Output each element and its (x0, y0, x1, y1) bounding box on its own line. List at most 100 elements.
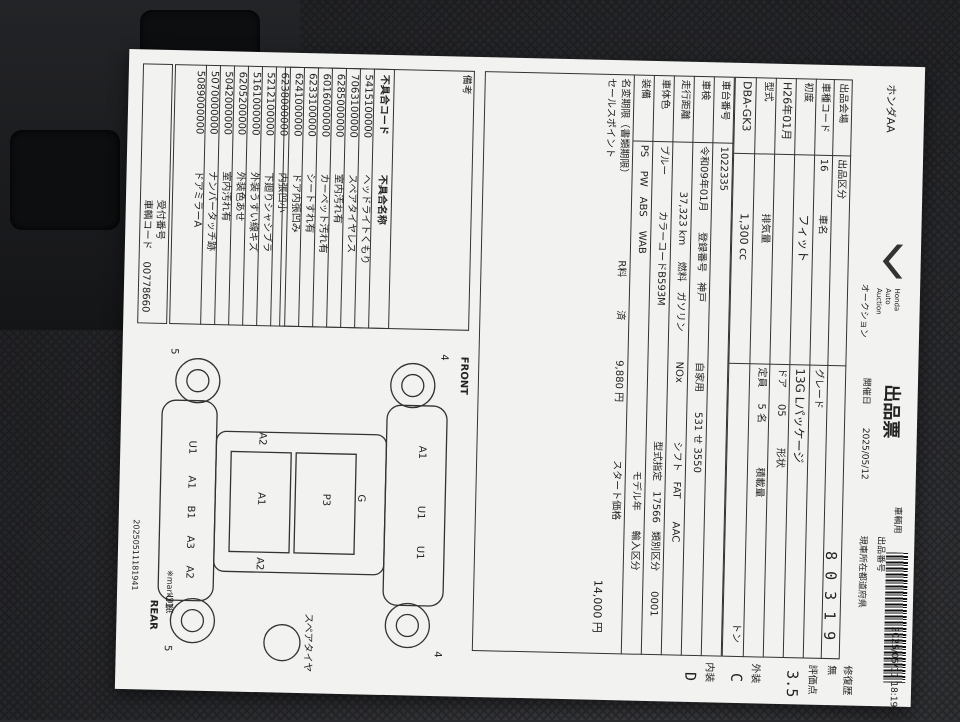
receipt-label: 受付番号 (154, 199, 166, 240)
chassis-value: 1022335 (717, 146, 730, 192)
tyre-mark: 4 (438, 354, 450, 361)
defect-code: 5161000000 (249, 71, 262, 136)
defect-name: ヘッドライトくもり (358, 174, 372, 265)
reg-label: 登録番号 (695, 231, 708, 273)
defect-code: 7063100000 (347, 74, 360, 138)
defect-code: 5089000000 (193, 70, 206, 135)
displacement-label: 排気量 (759, 213, 771, 244)
tyre-mark: 4 (431, 651, 443, 658)
auction-sheet-content: ホンダAA Honda Auto Auction オークション 出品票 開催日 … (115, 49, 925, 722)
plate-label: 自家用 (692, 361, 705, 393)
damage-mark: A2 (183, 565, 195, 579)
defects-header-code: 不具合コード (377, 74, 390, 135)
interior-label: 内装 (703, 662, 715, 683)
row-label: 出品会場 (836, 83, 849, 124)
listing-digit: 0 (821, 570, 840, 581)
vehicle-code-label: 車輌コード (140, 199, 153, 250)
sheet-title: 出品票 (879, 384, 902, 439)
damage-mark: U1 (414, 505, 427, 520)
color-code-value: B593M (654, 271, 667, 306)
load-unit: トン (730, 622, 742, 644)
logo-text: Honda (892, 288, 902, 312)
form-value: DBA-GK3 (739, 80, 754, 132)
defect-code: 6016000000 (319, 73, 332, 138)
chassis-label: 車台番号 (718, 80, 731, 121)
defect-name: 室内汚れ有 (331, 173, 344, 224)
brand-name: ホンダAA (883, 84, 898, 133)
repair-label: 修復歴 (840, 665, 853, 696)
damage-mark: G (355, 494, 367, 503)
printed-at: 2025/05/11 18:19:41 (887, 626, 900, 722)
rear-label: REAR (147, 599, 159, 630)
ac-label: AAC (669, 521, 681, 543)
defect-name: ドア内張凹み (289, 172, 302, 233)
crop-note: ※mark別紙 (164, 570, 175, 614)
mileage-value: 37,323 km (676, 191, 689, 246)
equipment-item: ABS (636, 196, 649, 217)
damage-mark: A1 (255, 492, 267, 506)
damage-mark: U1 (186, 440, 198, 455)
year-label: 初度 (802, 82, 814, 103)
doors-value: 05 (775, 403, 787, 417)
plate-value: 531 せ 3550 (690, 411, 704, 474)
damage-mark: A1 (416, 445, 428, 460)
venue-date: 2025/05/12 (858, 427, 870, 480)
fuel-label: 燃料 (675, 261, 687, 282)
shift-label: シフト (670, 441, 683, 472)
shape-label: 形状 (774, 447, 786, 469)
defect-code: 6233100000 (305, 73, 318, 137)
reg-value: 神戸 (694, 281, 707, 303)
notes-label: 名変期限（書類期限） (617, 78, 631, 179)
equipment-item: WAB (635, 230, 648, 254)
start-price: 14,000 円 (590, 579, 605, 633)
damage-mark: A2 (253, 557, 265, 571)
doors-label: ドア (775, 367, 788, 389)
sales-point-label: セールスポイント (604, 77, 617, 159)
category-value: 0001 (647, 590, 660, 617)
type-value: 17566 (649, 490, 662, 524)
defect-code: 6238000000 (277, 72, 290, 137)
defect-name: 外装色あせ (233, 171, 246, 222)
footer-note: 20250511181941 (130, 519, 141, 591)
tyre-mark: 5 (161, 644, 173, 652)
defect-name: 内張凹小 (275, 172, 288, 213)
model-year-label: モデル年 (630, 470, 642, 511)
auction-sheet: ホンダAA Honda Auto Auction オークション 出品票 開催日 … (114, 49, 926, 722)
section-label: 出品区分 (835, 159, 848, 200)
listing-digit: 3 (821, 590, 840, 601)
defect-code: 5415100000 (361, 74, 374, 139)
cup-holder (10, 130, 120, 230)
color-value: ブルー (657, 145, 670, 176)
score-value: 3.5 (782, 670, 802, 698)
category-label: 類別区分 (648, 530, 661, 572)
displacement-value: 1,300 cc (736, 212, 751, 261)
grade-label: グレード (812, 368, 825, 409)
auction-logo (860, 236, 911, 287)
shift-value: FAT (670, 481, 682, 499)
color-code-label: カラーコード (655, 211, 668, 272)
recycle-amount: 9,880 円 (612, 360, 625, 403)
seller-label: 車輌用 (891, 506, 903, 534)
interior-value: D (681, 671, 700, 682)
auction-label: オークション (858, 283, 870, 338)
exterior-value: C (727, 672, 746, 683)
year-value: H26年01月 (779, 81, 794, 141)
score-label: 評価点 (805, 664, 818, 695)
defect-name: 室内汚れ有 (219, 171, 232, 222)
type-label: 型式指定 (650, 441, 663, 482)
defects-header-name: 不具合名称 (375, 174, 388, 225)
model-name: フィット (795, 214, 811, 263)
damage-mark: U1 (413, 545, 426, 560)
defect-code: 5070000000 (207, 70, 220, 135)
listing-no-label: 出品番号 (874, 536, 886, 573)
defect-name: シートすれ有 (303, 173, 316, 234)
logo-text: Auction (874, 288, 884, 315)
color-label: 車体色 (659, 79, 671, 110)
listing-digit: 9 (820, 630, 839, 641)
defect-code: 5212100000 (263, 72, 276, 136)
listing-digit: 8 (821, 550, 841, 561)
load-label: 積載量 (753, 467, 766, 498)
defect-name: ドアミラーA (191, 170, 204, 228)
defect-code: 5042000000 (221, 71, 234, 136)
defect-code: 6205200000 (235, 71, 248, 136)
